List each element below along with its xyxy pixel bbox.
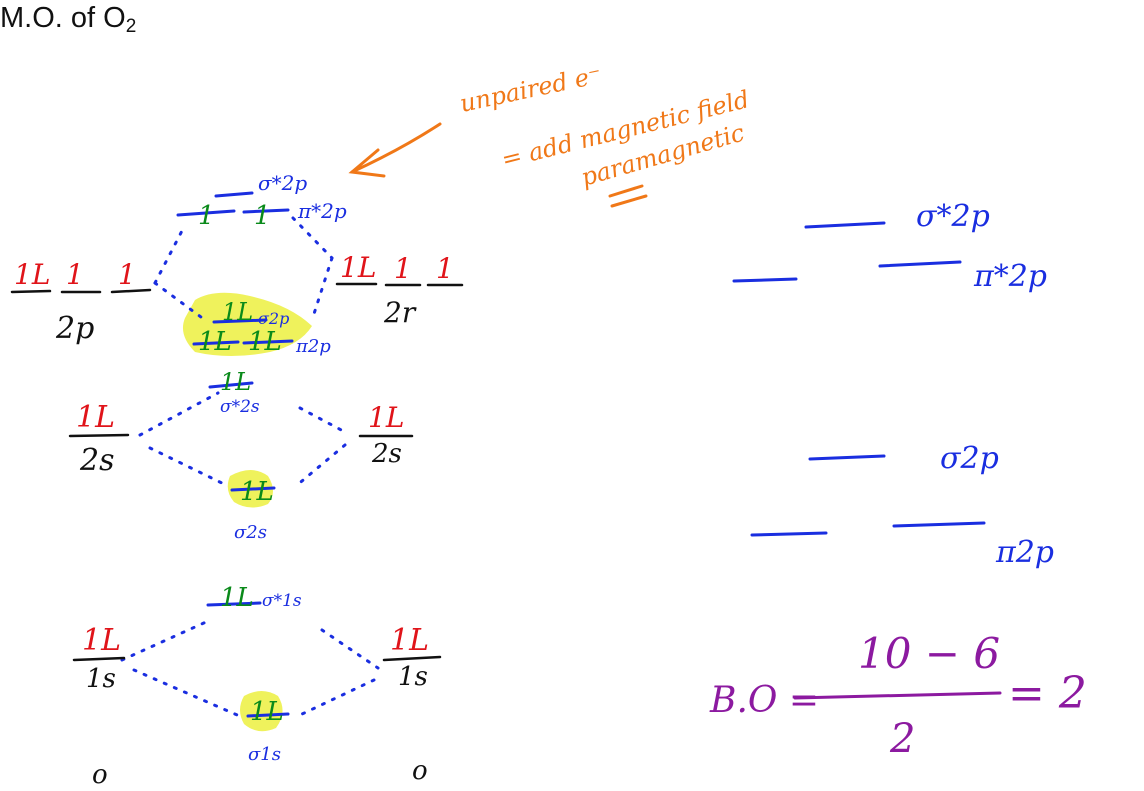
bond-order-numerator: 10 − 6 [858,629,1000,678]
pi-star-2p-line-2 [242,208,290,214]
right-atom-label: o [412,756,428,786]
pi-star-2p-line-1 [176,209,236,217]
line-2p-left-lower [153,281,207,322]
line-1s-left-upper [120,620,208,662]
paramagnetic-underline-2 [610,194,648,208]
highlight-marks [182,292,312,732]
sigma-star-2s-electrons: 1L [220,368,251,396]
left-2p-electrons-1: 1L [14,258,50,291]
pi-2p-line-2 [242,339,294,345]
highlight-sigma-1s [240,691,283,732]
fraction-bar [793,691,1002,700]
ed-pi-star-2p-label: π*2p [973,259,1047,294]
page-title: M.O. of O2 [0,2,136,38]
left-2s-electrons: 1L [76,400,115,435]
ed-pi-2p-line-1 [750,531,828,537]
left-2s-label: 2s [79,443,114,478]
line-2p-right-lower [310,256,334,322]
line-2p-right-upper [291,216,334,260]
right-atom-levels [335,282,464,662]
right-2s-electrons: 1L [368,401,404,434]
right-2p-electrons-2: 1 [394,252,412,285]
ed-sigma-2p-line [808,454,886,461]
sigma-2s-label: σ2s [234,522,267,543]
pi-star-2p-electron-1: 1 [198,201,215,231]
mo-levels [176,191,294,718]
sigma-star-2s-line [208,381,254,389]
right-2p-label: 2r [383,296,417,329]
sigma-star-1s-electrons: 1L [220,583,254,613]
pi-star-2p-label: π*2p [297,199,347,223]
left-1s-electrons: 1L [82,623,121,658]
left-atom-levels [10,288,152,662]
bond-order-label: B.O = [709,680,819,721]
left-1s-line [72,656,126,662]
left-2p-label: 2p [55,311,94,346]
bond-order-result: = 2 [1008,668,1087,719]
line-1s-left-lower [132,668,246,720]
paramagnetic-underline-1 [608,184,644,198]
arrow-head [348,148,386,178]
sigma-2p-label: σ2p [258,309,289,328]
left-2s-line [68,433,130,438]
left-2p-electrons-3: 1 [118,258,136,291]
line-2s-left-upper [138,391,220,437]
pi-2p-line-1 [192,340,240,346]
bond-order-denominator: 2 [889,716,915,762]
sigma-2s-electrons: 1L [240,477,274,507]
ed-sigma-star-2p-line [804,221,886,229]
left-2p-line-3 [110,288,152,294]
line-1s-right-upper [320,628,380,670]
sigma-star-2s-label: σ*2s [220,397,260,417]
sigma-star-1s-line [206,601,262,607]
line-2p-left-upper [153,223,187,285]
correlation-lines [120,216,380,720]
ed-pi-2p-label: π2p [995,535,1054,570]
ed-pi-star-2p-line-2 [878,260,962,268]
line-2s-left-lower [148,446,230,488]
left-2p-line-1 [10,289,52,294]
right-1s-electrons: 1L [390,623,429,658]
sigma-1s-electrons: 1L [250,697,284,727]
pi-star-2p-electron-2: 1 [254,201,271,231]
annotation-line-1: unpaired e⁻ [457,61,603,118]
energy-diagram [732,221,986,537]
arrow-shaft [350,122,442,174]
line-1s-right-lower [298,678,376,717]
sigma-2s-line [230,486,276,492]
left-atom-label: o [92,760,108,790]
title-subscript: 2 [125,16,137,37]
right-1s-line [382,655,442,662]
sigma-1s-line [246,712,290,718]
pi-2p-electron-1: 1L [198,327,232,357]
line-2s-right-upper [298,406,347,434]
sigma-1s-label: σ1s [248,744,281,765]
sigma-star-2p-line [214,191,254,198]
right-2s-label: 2s [371,439,402,469]
sigma-2p-electrons: 1L [222,298,253,326]
right-2p-electrons-1: 1L [340,251,376,284]
ed-sigma-star-2p-label: σ*2p [916,199,990,234]
pi-2p-electron-2: 1L [248,327,282,357]
right-2p-electrons-3: 1 [436,252,454,285]
left-1s-label: 1s [86,664,116,694]
sigma-2p-line [212,318,268,324]
ed-pi-star-2p-line-1 [732,277,798,283]
title-text: M.O. of O [0,2,126,34]
sigma-star-2p-label: σ*2p [258,171,307,195]
right-1s-label: 1s [398,662,428,692]
pi-2p-label: π2p [295,336,331,357]
annotation-arrow [348,122,648,208]
ed-pi-2p-line-2 [892,521,986,528]
left-2p-electrons-2: 1 [66,258,84,291]
ed-sigma-2p-label: σ2p [940,441,999,476]
sigma-star-1s-label: σ*1s [262,591,302,611]
line-2s-right-lower [294,443,347,488]
